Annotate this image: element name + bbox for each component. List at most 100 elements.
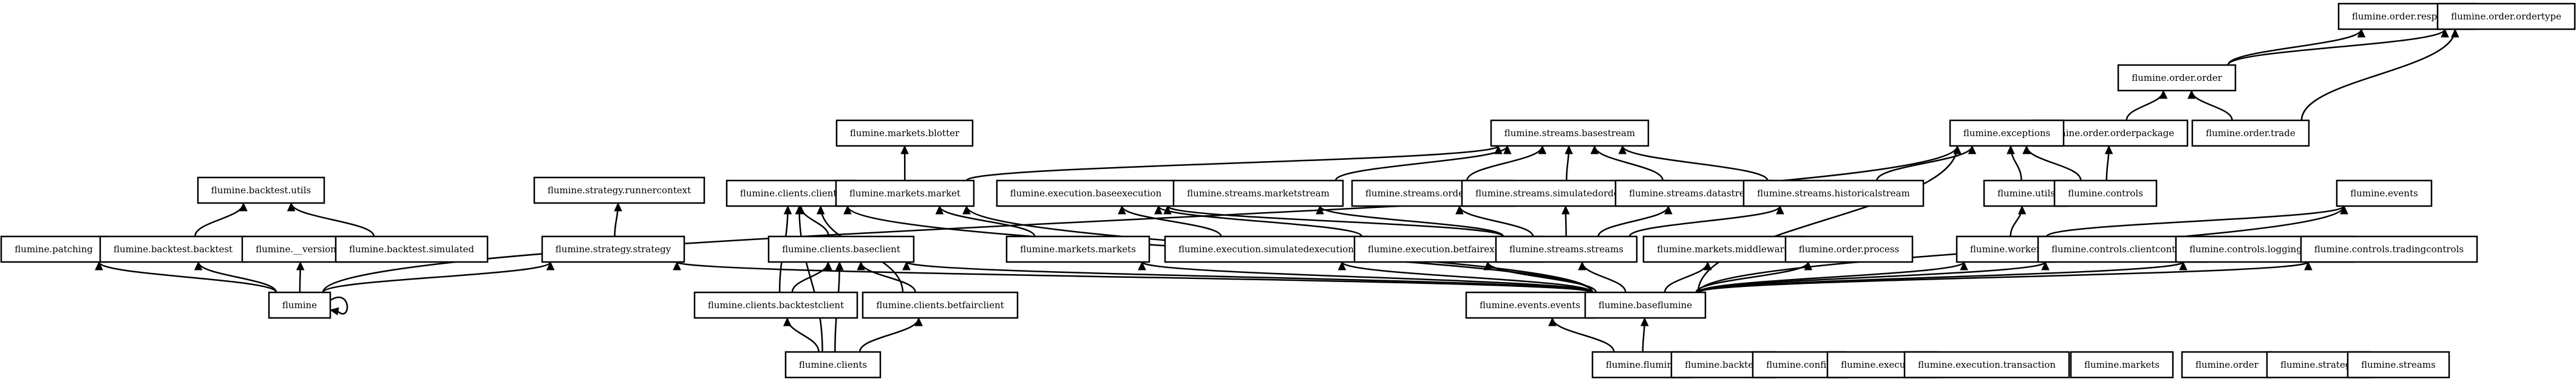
node-box — [861, 291, 1019, 319]
node-box — [726, 179, 856, 207]
edge-line — [1594, 145, 1664, 181]
node-label: flumine.order.orderpackage — [2045, 128, 2174, 139]
edge-line — [1121, 205, 1222, 237]
module-node-exceptions: flumine.exceptions — [1949, 119, 2065, 147]
dependency-edge — [2126, 89, 2168, 121]
dependency-edge — [1597, 205, 1673, 237]
dependency-edge — [95, 261, 277, 293]
edge-arrowhead — [1704, 261, 1712, 271]
node-label: flumine.markets.blotter — [850, 128, 960, 139]
node-box — [2070, 351, 2174, 379]
edge-arrowhead — [614, 202, 622, 212]
dependency-edge — [2227, 28, 2449, 66]
edge-line — [800, 205, 829, 237]
edge-arrowhead — [2340, 205, 2348, 215]
dependency-edge — [935, 205, 1036, 237]
node-box — [533, 176, 705, 204]
edge-arrowhead — [902, 261, 911, 271]
node-label: flumine.flumine — [1606, 359, 1678, 370]
node-box — [2117, 64, 2237, 92]
dependency-edge — [795, 205, 823, 353]
edge-line — [2300, 29, 2456, 121]
edge-arrowhead — [1578, 261, 1586, 271]
node-label: flumine.patching — [15, 244, 93, 255]
node-label: flumine.order.trade — [2206, 128, 2296, 139]
dependency-edge — [2104, 145, 2113, 181]
node-label: flumine.execution.baseexecution — [1010, 188, 1162, 199]
node-label: flumine.markets.market — [849, 188, 960, 199]
node-label: flumine.clients.clients — [740, 188, 841, 199]
node-box — [2053, 179, 2158, 207]
edge-line — [2190, 90, 2233, 121]
module-node-clients-baseclient: flumine.clients.baseclient — [767, 235, 915, 263]
dependency-edge — [1578, 261, 1626, 293]
node-label: flumine.backtest.backtest — [114, 244, 233, 255]
dependency-edge — [1466, 145, 1547, 181]
node-label: flumine.events.events — [1480, 300, 1580, 311]
dependency-edge — [857, 261, 916, 293]
node-box — [835, 179, 975, 207]
module-node-controls-tradingcontrols: flumine.controls.tradingcontrols — [2300, 235, 2478, 263]
dependency-edge — [614, 202, 622, 237]
dependency-edge — [1876, 145, 1977, 181]
edge-line — [2227, 29, 2362, 66]
edge-line — [798, 205, 823, 353]
node-label: flumine.order.order — [2132, 72, 2223, 83]
dependency-edge — [783, 317, 820, 353]
dependency-edge — [1590, 145, 1664, 181]
edge-arrowhead — [2159, 89, 2168, 99]
edge-arrowhead — [962, 205, 971, 215]
dependency-edge — [1664, 261, 1712, 293]
dependency-edge — [1138, 261, 1594, 294]
node-label: flumine.clients.backtestclient — [708, 300, 844, 311]
node-label: flumine.__version__ — [256, 244, 345, 255]
edge-arrowhead — [914, 317, 923, 326]
node-label: flumine.config — [1766, 359, 1832, 370]
module-node-order-ordertype: flumine.order.ordertype — [2436, 2, 2576, 30]
node-box — [835, 119, 974, 147]
node-label: flumine.clients — [799, 359, 867, 370]
edge-line — [2045, 205, 2345, 238]
dependency-edge — [1628, 205, 1784, 237]
module-node-backtest-utils: flumine.backtest.utils — [197, 176, 325, 204]
node-label: flumine.execution.simulatedexecution — [1178, 244, 1354, 255]
module-node-execution-transaction: flumine.execution.transaction — [1903, 351, 2070, 379]
node-box — [2181, 351, 2273, 379]
edge-arrowhead — [1538, 145, 1547, 154]
edge-line — [1697, 261, 2309, 294]
node-box — [541, 235, 685, 263]
module-node-streams-streams: flumine.streams.streams — [1495, 235, 1638, 263]
node-box — [767, 235, 915, 263]
edge-arrowhead — [1640, 317, 1649, 326]
node-box — [1005, 235, 1150, 263]
edge-arrowhead — [2357, 28, 2366, 38]
node-box — [2191, 119, 2310, 147]
node-box — [2347, 351, 2450, 379]
node-label: flumine.worker — [1970, 244, 2041, 255]
edge-arrowhead — [857, 261, 865, 271]
edge-arrowhead — [1138, 261, 1146, 271]
dependency-edge — [329, 296, 348, 315]
edge-arrowhead — [795, 205, 804, 215]
node-box — [1490, 119, 1650, 147]
node-box — [693, 291, 858, 319]
edge-arrowhead — [2017, 205, 2027, 215]
node-label: flumine.streams.basestream — [1504, 128, 1635, 139]
dependency-edge — [1334, 145, 1512, 181]
edge-arrowhead — [900, 145, 909, 154]
edge-arrowhead — [2441, 28, 2449, 38]
edge-arrowhead — [835, 261, 844, 271]
module-node-streams-historicalstream: flumine.streams.historicalstream — [1742, 179, 1925, 207]
module-node-baseflumine: flumine.baseflumine — [1584, 291, 1707, 319]
node-label: flumine.controls — [2068, 188, 2143, 199]
node-box — [2300, 235, 2478, 263]
node-label: flumine.execution — [1841, 359, 1923, 370]
node-label: flumine.streams — [2361, 359, 2436, 370]
module-node-markets-markets: flumine.markets.markets — [1005, 235, 1150, 263]
edge-arrowhead — [239, 202, 248, 212]
edge-arrowhead — [296, 261, 305, 271]
module-node-backtest-simulated: flumine.backtest.simulated — [335, 235, 489, 263]
edge-arrowhead — [1618, 145, 1627, 154]
dependency-edge — [2187, 89, 2233, 121]
node-box — [1903, 351, 2070, 379]
